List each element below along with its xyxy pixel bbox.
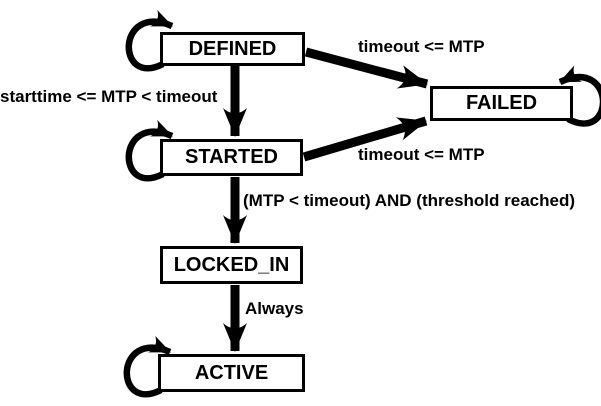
state-locked-in-label: LOCKED_IN (173, 253, 290, 276)
edge-label-defined-to-failed: timeout <= MTP (358, 37, 485, 56)
state-failed: FAILED (430, 86, 573, 121)
state-active-label: ACTIVE (194, 361, 269, 384)
edge-active-self-loop (123, 335, 172, 398)
state-defined: DEFINED (160, 32, 305, 66)
edge-defined-to-failed (304, 47, 429, 89)
edge-label-locked-in-to-active: Always (245, 299, 304, 318)
edge-label-started-to-failed: timeout <= MTP (358, 145, 485, 164)
state-failed-label: FAILED (465, 92, 538, 114)
edge-label-started-to-locked-in: (MTP < timeout) AND (threshold reached) (243, 191, 575, 210)
edge-label-defined-to-started: starttime <= MTP < timeout (0, 87, 218, 106)
state-started: STARTED (160, 139, 303, 176)
state-active: ACTIVE (158, 354, 305, 392)
edge-started-to-failed (302, 116, 428, 162)
edge-defined-self-loop (125, 9, 174, 72)
state-locked-in: LOCKED_IN (160, 246, 303, 284)
edge-started-self-loop (125, 119, 174, 182)
state-defined-label: DEFINED (188, 37, 277, 60)
state-started-label: STARTED (185, 146, 278, 168)
edge-failed-self-loop (558, 65, 601, 127)
